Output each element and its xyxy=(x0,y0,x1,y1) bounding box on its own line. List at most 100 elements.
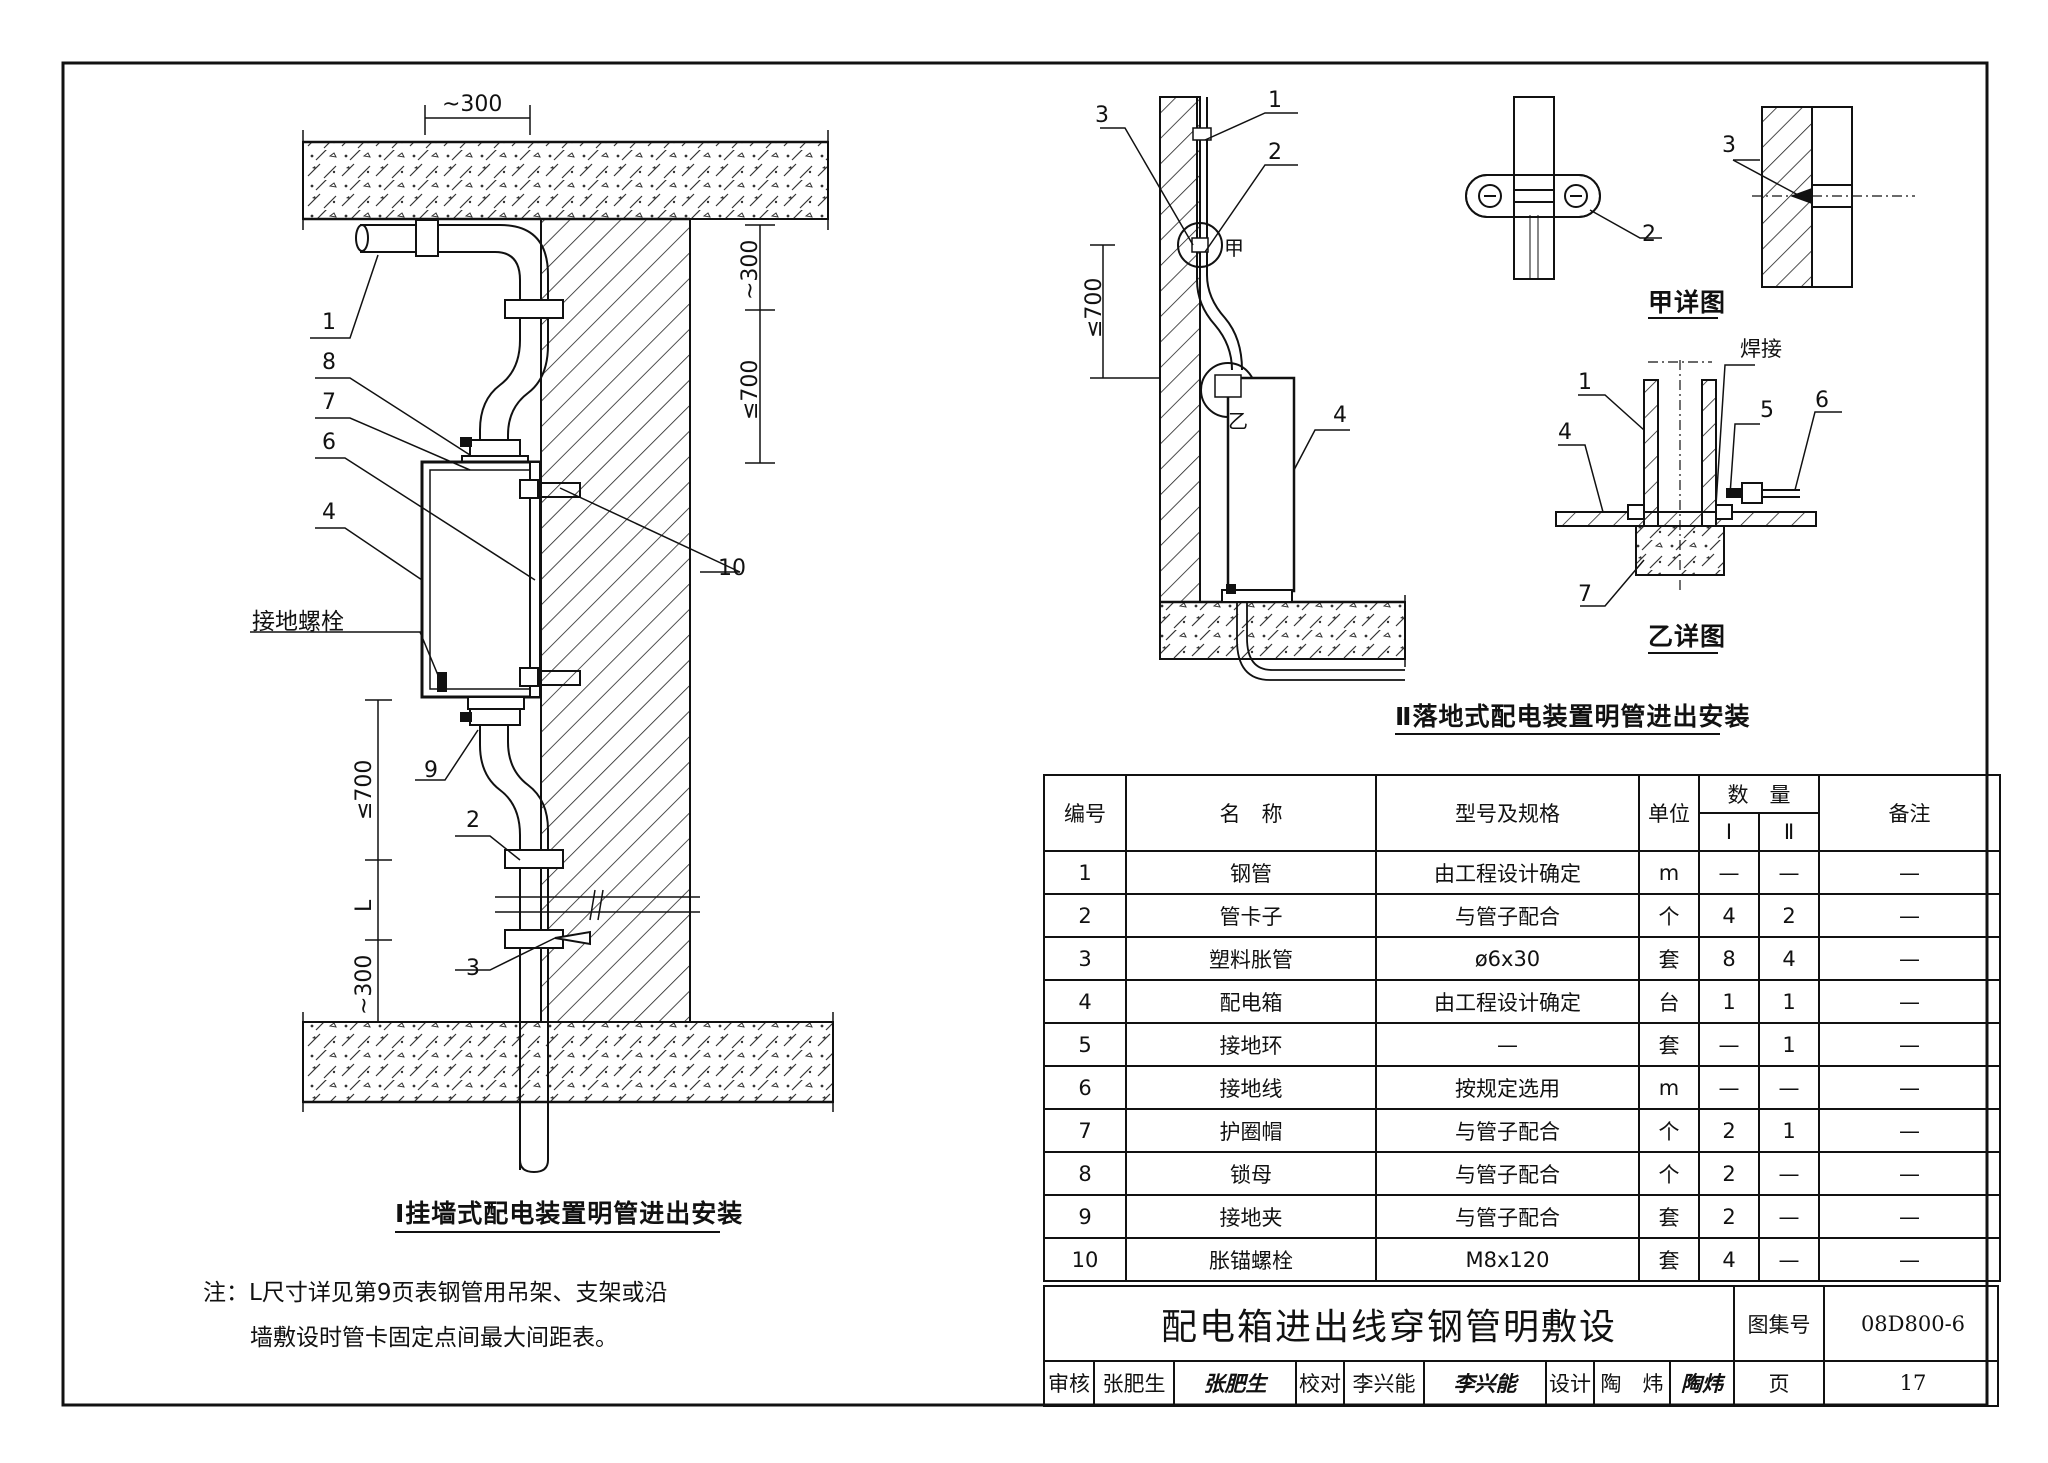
cell-spec: 与管子配合 xyxy=(1375,1151,1640,1196)
cell-spec: 由工程设计确定 xyxy=(1375,850,1640,895)
callout-jia-3: 3 xyxy=(1722,133,1736,158)
cell-unit: 套 xyxy=(1638,936,1700,981)
page-label: 页 xyxy=(1733,1360,1823,1405)
diagram-ii-floor-standing xyxy=(1090,96,1406,681)
dim-top-300: ~300 xyxy=(442,92,503,117)
cell-spec: 由工程设计确定 xyxy=(1375,979,1640,1024)
detail-jia-drawing xyxy=(1465,96,1915,288)
dim-right-300: ~300 xyxy=(738,239,763,300)
cell-remark: — xyxy=(1818,850,2001,895)
cell-remark: — xyxy=(1818,936,2001,981)
review-label: 审核 xyxy=(1048,1371,1090,1396)
caption-detail-yi: 乙详图 xyxy=(1648,622,1727,651)
cell-spec: 按规定选用 xyxy=(1375,1065,1640,1110)
cell-name: 胀锚螺栓 xyxy=(1125,1237,1377,1282)
callout-i-7: 7 xyxy=(322,390,336,415)
cell-unit: 台 xyxy=(1638,979,1700,1024)
cell-no: 5 xyxy=(1043,1022,1127,1067)
cell-spec: 与管子配合 xyxy=(1375,1108,1640,1153)
diagram-i-wall-mounted xyxy=(250,105,834,1174)
design-label: 设计 xyxy=(1545,1360,1593,1405)
caption-diagram-ii: Ⅱ落地式配电装置明管进出安装 xyxy=(1395,702,1751,731)
callout-i-3: 3 xyxy=(466,956,480,981)
cell-unit: m xyxy=(1638,850,1700,895)
dim-left-700: ≤700 xyxy=(352,759,377,820)
caption-diagram-i: Ⅰ挂墙式配电装置明管进出安装 xyxy=(395,1199,744,1228)
cell-qty-ii: — xyxy=(1758,1065,1820,1110)
cell-qty-ii: 1 xyxy=(1758,1022,1820,1067)
title-block: 配电箱进出线穿钢管明敷设 图集号 08D800-6 审核 张肥生 张肥生 校对 … xyxy=(1043,1285,1999,1407)
cell-remark: — xyxy=(1818,1194,2001,1239)
cell-name: 配电箱 xyxy=(1125,979,1377,1024)
cell-qty-i: 4 xyxy=(1698,893,1760,938)
callout-ii-2: 2 xyxy=(1268,140,1282,165)
cell-qty-ii: — xyxy=(1758,1151,1820,1196)
cell-qty-ii: 4 xyxy=(1758,936,1820,981)
cell-no: 3 xyxy=(1043,936,1127,981)
cell-qty-i: — xyxy=(1698,850,1760,895)
cell-no: 1 xyxy=(1043,850,1127,895)
check-name: 李兴能 xyxy=(1343,1360,1423,1405)
header-qty-ii: Ⅱ xyxy=(1758,812,1820,852)
cell-qty-i: — xyxy=(1698,1065,1760,1110)
dim-right-700: ≤700 xyxy=(738,359,763,420)
cell-qty-ii: — xyxy=(1758,1194,1820,1239)
weld-label: 焊接 xyxy=(1740,337,1782,361)
cell-name: 接地夹 xyxy=(1125,1194,1377,1239)
cell-unit: m xyxy=(1638,1065,1700,1110)
callout-ii-4: 4 xyxy=(1333,403,1347,428)
cell-name: 锁母 xyxy=(1125,1151,1377,1196)
cell-unit: 个 xyxy=(1638,893,1700,938)
cell-unit: 个 xyxy=(1638,1151,1700,1196)
cell-unit: 套 xyxy=(1638,1194,1700,1239)
cell-name: 护圈帽 xyxy=(1125,1108,1377,1153)
cell-no: 2 xyxy=(1043,893,1127,938)
callout-yi-1: 1 xyxy=(1578,370,1592,395)
cell-no: 6 xyxy=(1043,1065,1127,1110)
cell-qty-ii: — xyxy=(1758,850,1820,895)
callout-i-4: 4 xyxy=(322,500,336,525)
cell-remark: — xyxy=(1818,1151,2001,1196)
cell-spec: — xyxy=(1375,1022,1640,1067)
cell-qty-i: 8 xyxy=(1698,936,1760,981)
callout-yi-4: 4 xyxy=(1558,420,1572,445)
distribution-box-i xyxy=(420,460,542,699)
wall-section xyxy=(540,218,691,1023)
dim-left-300: ~300 xyxy=(352,954,377,1015)
header-unit: 单位 xyxy=(1638,774,1700,852)
cell-no: 10 xyxy=(1043,1237,1127,1282)
ceiling-slab xyxy=(302,141,829,220)
floor-slab-ii xyxy=(1159,601,1406,660)
note-line-1: 注：L尺寸详见第9页表钢管用吊架、支架或沿 xyxy=(203,1280,668,1306)
callout-i-8: 8 xyxy=(322,350,336,375)
cell-remark: — xyxy=(1818,1022,2001,1067)
header-qty-i: Ⅰ xyxy=(1698,812,1760,852)
header-remark: 备注 xyxy=(1818,774,2001,852)
sheet-border xyxy=(61,61,1989,1407)
floor-slab xyxy=(302,1021,834,1103)
cell-qty-ii: 1 xyxy=(1758,979,1820,1024)
callout-jia-2: 2 xyxy=(1642,222,1656,247)
callout-i-10: 10 xyxy=(718,556,746,581)
callout-yi-6: 6 xyxy=(1815,388,1829,413)
dim-left-l: L xyxy=(352,899,377,912)
cell-unit: 个 xyxy=(1638,1108,1700,1153)
callout-i-2: 2 xyxy=(466,808,480,833)
header-no: 编号 xyxy=(1043,774,1127,852)
cell-qty-i: — xyxy=(1698,1022,1760,1067)
review-signature: 张肥生 xyxy=(1173,1360,1295,1405)
page-no: 17 xyxy=(1823,1360,2001,1405)
cell-name: 钢管 xyxy=(1125,850,1377,895)
mark-jia: 甲 xyxy=(1224,236,1244,260)
cell-no: 4 xyxy=(1043,979,1127,1024)
cell-qty-ii: — xyxy=(1758,1237,1820,1282)
